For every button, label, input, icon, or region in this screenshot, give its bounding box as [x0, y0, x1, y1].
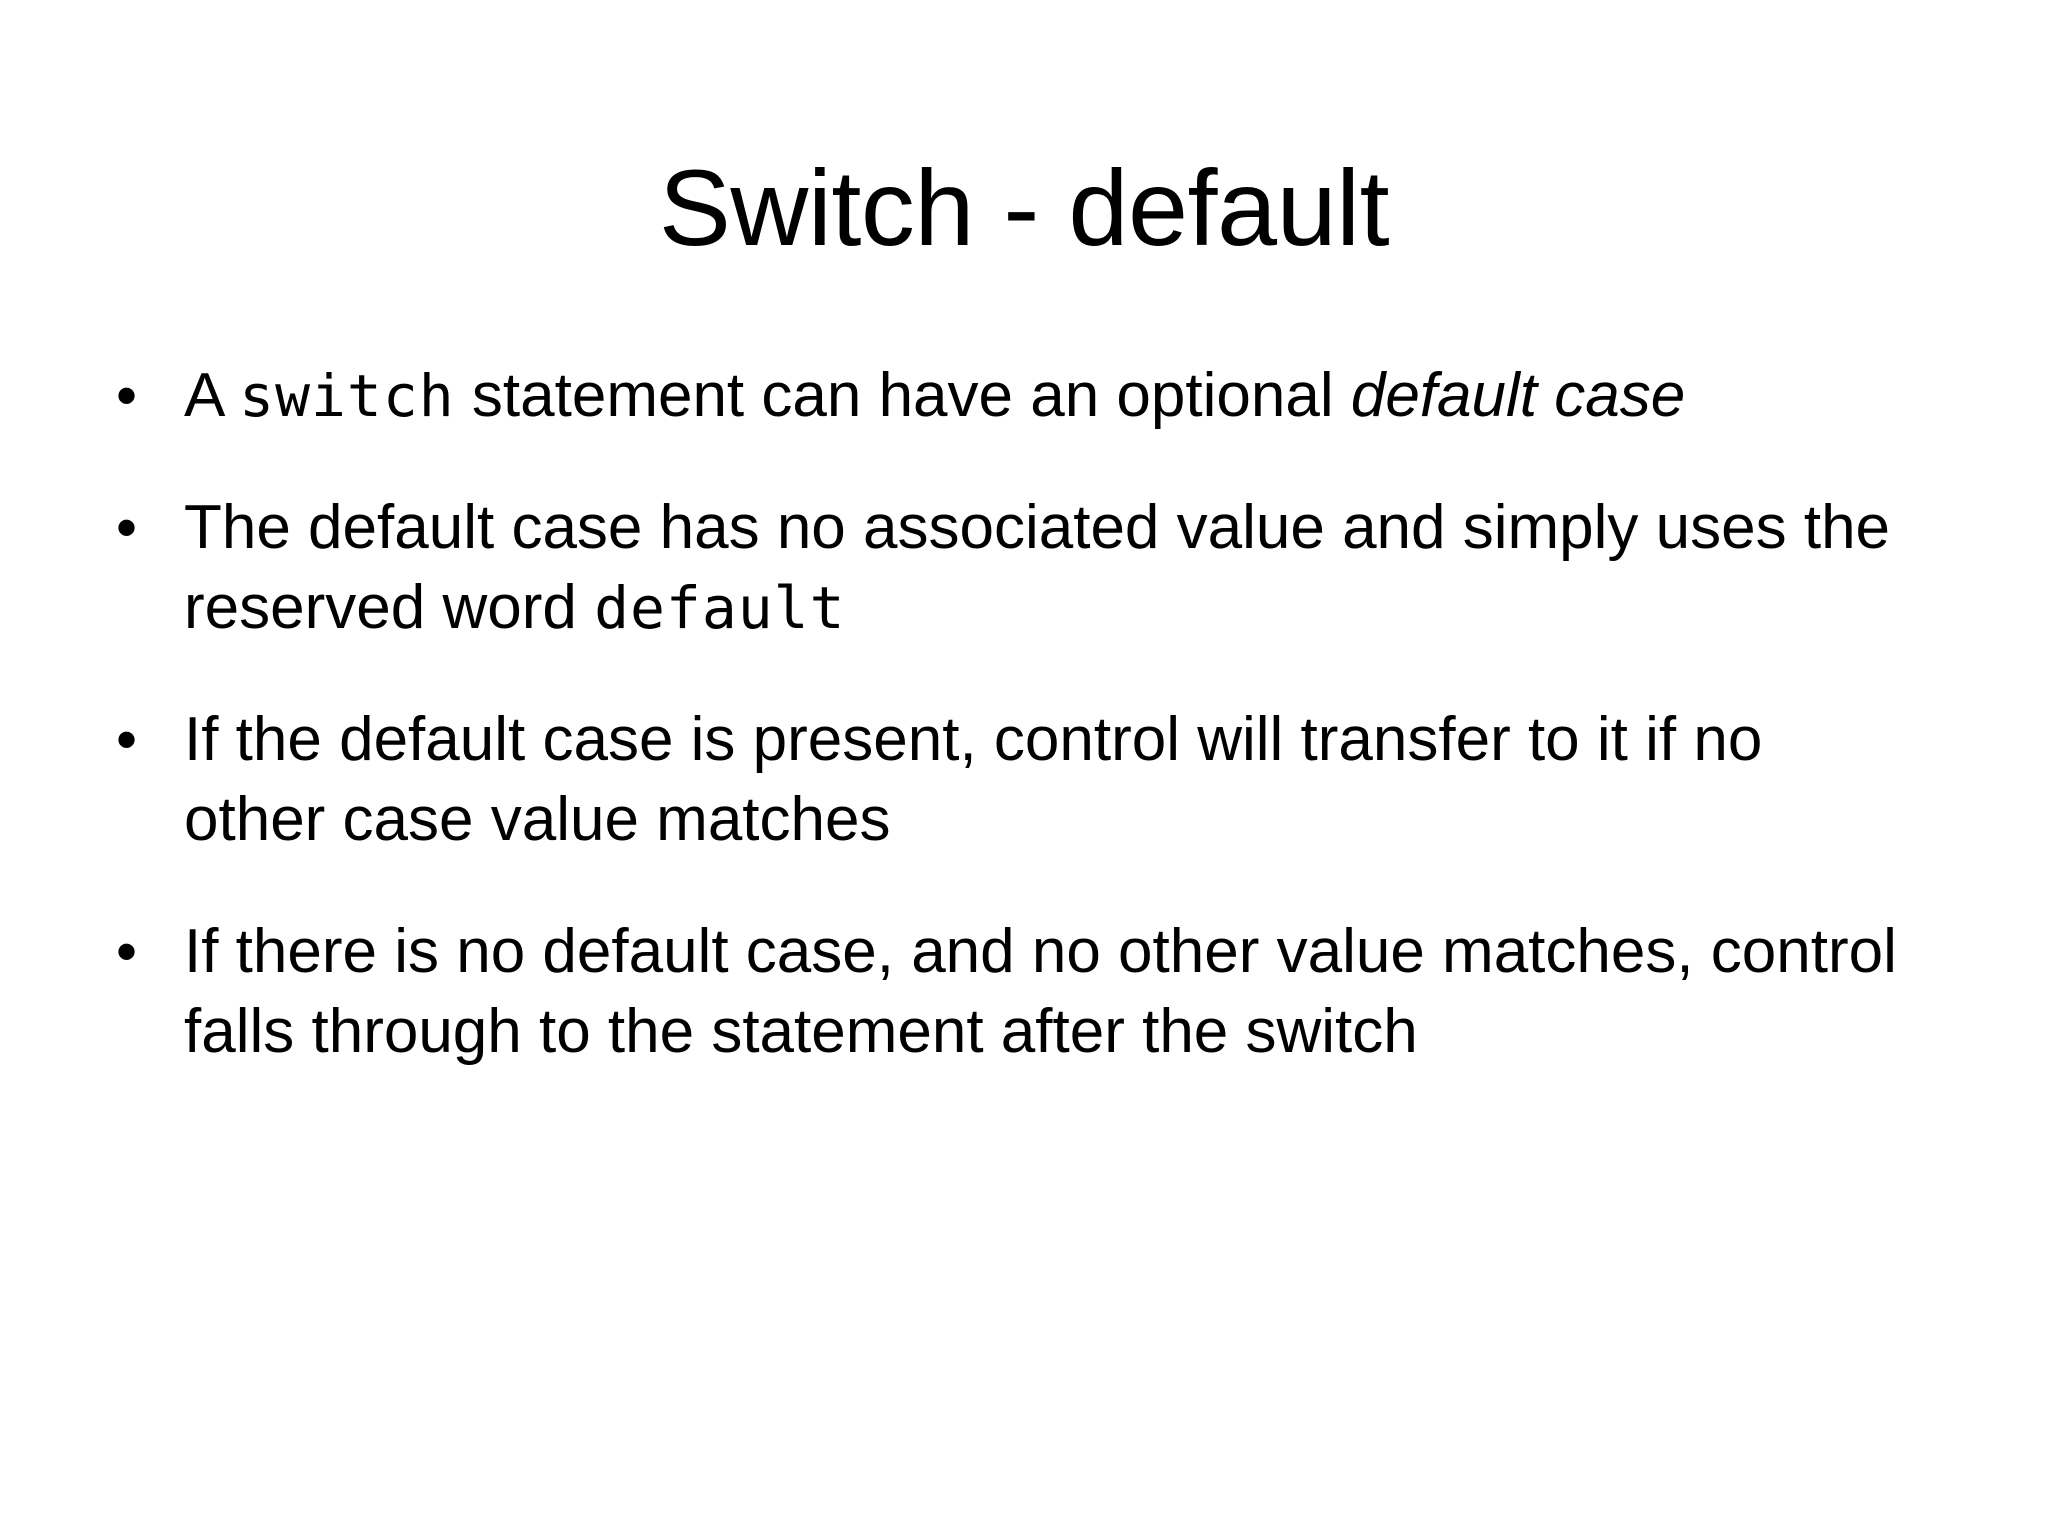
text-run: If there is no default case, and no othe…	[184, 917, 1897, 1066]
page-title: Switch - default	[658, 147, 1390, 268]
bullet-list: • A switch statement can have an optiona…	[112, 356, 1942, 1072]
bullet-marker-icon: •	[116, 706, 138, 773]
bullet-4-text: If there is no default case, and no othe…	[184, 912, 1942, 1072]
bullet-marker-icon: •	[116, 494, 138, 561]
list-item: • The default case has no associated val…	[112, 488, 1942, 648]
bullet-1-text: A switch statement can have an optional …	[184, 356, 1884, 436]
text-run: statement can have an optional	[454, 361, 1351, 430]
list-item: • If the default case is present, contro…	[112, 700, 1942, 860]
bullet-marker-icon: •	[116, 918, 138, 985]
list-item: • If there is no default case, and no ot…	[112, 912, 1942, 1072]
text-run: A	[184, 361, 240, 430]
bullet-marker-icon: •	[116, 362, 138, 429]
code-keyword: default	[594, 574, 846, 642]
list-item: • A switch statement can have an optiona…	[112, 356, 1942, 436]
emphasis-text: default case	[1350, 361, 1686, 430]
code-keyword: switch	[239, 362, 455, 430]
bullet-2-text: The default case has no associated value…	[184, 488, 1924, 648]
bullet-3-text: If the default case is present, control …	[184, 700, 1914, 860]
text-run: The default case has no associated value…	[184, 493, 1891, 642]
text-run: If the default case is present, control …	[184, 705, 1763, 854]
